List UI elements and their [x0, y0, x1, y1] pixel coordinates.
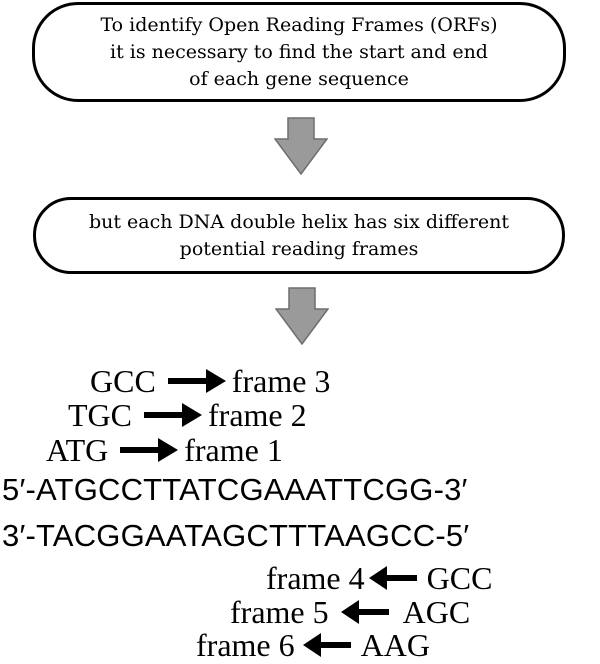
intro-line-2: it is necessary to find the start and en… — [110, 40, 488, 63]
codon-label: GCC — [426, 560, 493, 596]
intro-box: To identify Open Reading Frames (ORFs) i… — [32, 2, 566, 102]
frame-label: frame 5 — [230, 594, 329, 630]
frame-label: frame 2 — [208, 397, 307, 433]
frame-label: frame 6 — [196, 627, 295, 663]
left-arrow-icon — [340, 600, 389, 624]
frame-label: frame 1 — [184, 432, 283, 468]
down-arrow-icon — [275, 287, 329, 345]
codon-label: AAG — [360, 627, 430, 663]
bottom-strand: 3′-TACGGAATAGCTTTAAGCC-5′ — [2, 518, 470, 553]
six-frames-line-1: but each DNA double helix has six differ… — [88, 210, 510, 233]
right-arrow-icon — [144, 403, 202, 427]
intro-line-1: To identify Open Reading Frames (ORFs) — [100, 13, 498, 36]
right-arrow-icon — [120, 438, 179, 462]
six-frames-box: but each DNA double helix has six differ… — [33, 197, 565, 274]
frame-label: frame 4 — [266, 560, 365, 596]
codon-label: ATG — [46, 432, 109, 468]
forward-frame-row-3: GCC frame 3 — [90, 363, 330, 399]
codon-label: TGC — [68, 397, 132, 433]
right-arrow-icon — [167, 369, 226, 393]
forward-frame-row-1: ATG frame 1 — [46, 432, 283, 468]
intro-line-3: of each gene sequence — [189, 67, 409, 90]
codon-label: AGC — [402, 594, 471, 630]
down-arrow-icon — [274, 117, 328, 175]
top-strand: 5′-ATGCCTTATCGAAATTCGG-3′ — [2, 472, 468, 507]
codon-label: GCC — [90, 363, 156, 399]
forward-frame-row-2: TGC frame 2 — [68, 397, 307, 433]
reverse-frame-row-4: frame 4 GCC — [266, 560, 492, 596]
six-frames-line-2: potential reading frames — [179, 237, 419, 260]
left-arrow-icon — [368, 566, 417, 590]
reverse-frame-row-6: frame 6 AAG — [196, 627, 430, 663]
left-arrow-icon — [302, 633, 351, 657]
reverse-frame-row-5: frame 5 AGC — [230, 594, 470, 630]
frame-label: frame 3 — [231, 363, 331, 399]
